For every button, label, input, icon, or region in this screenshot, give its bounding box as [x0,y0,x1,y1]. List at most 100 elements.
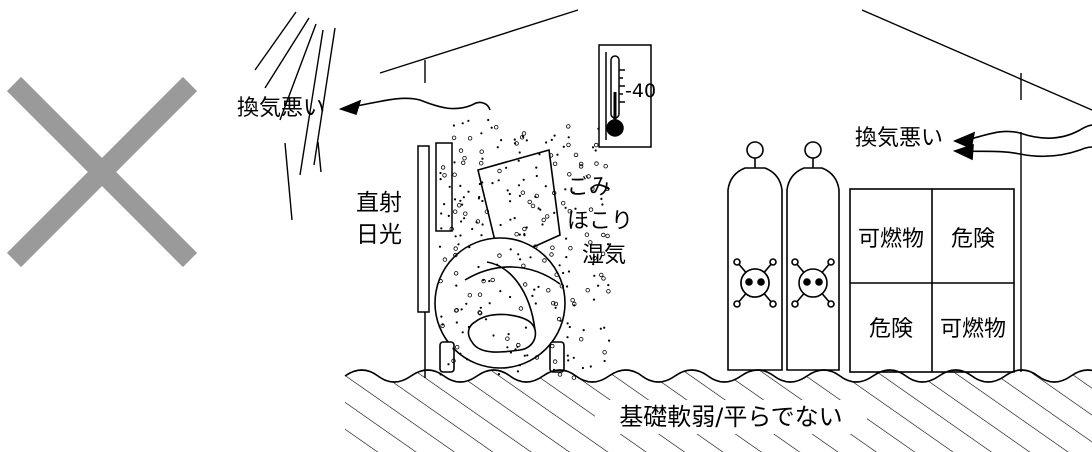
dust-particle [600,251,606,256]
dust-particle [477,197,480,200]
dust-particle [518,364,522,367]
dust-particle [507,333,510,336]
dust-particle [565,256,568,259]
dust-particle [506,189,509,192]
dust-particle [552,359,558,364]
dust-particle [594,142,599,148]
dust-particle [602,350,607,355]
dust-particle [461,331,464,334]
hazard-box-stack [849,188,1015,373]
dust-particle [484,209,490,214]
dust-particle [449,226,454,232]
prohibited-x-mark [6,76,198,268]
dust-particle [487,118,490,122]
dust-particle [460,308,463,311]
wall-panels [417,142,453,378]
dust-particle [594,149,597,152]
dust-particle [452,124,455,127]
dust-particle [556,153,559,156]
dust-particle [550,343,555,349]
dust-particle [505,336,510,341]
dust-particle [524,326,528,329]
dust-particle [461,122,464,125]
dust-particle [455,284,458,287]
building-outline [379,9,1092,372]
dust-particle [552,161,558,166]
dust-particle [545,141,548,144]
dust-particle [481,199,484,203]
dust-particle [479,149,484,154]
vent-arrows-right [952,124,1092,161]
dust-particle [448,185,451,188]
dust-particle [490,126,493,129]
dust-particle [589,365,592,368]
dust-particle [573,304,576,307]
dust-particle [462,155,467,161]
dust-particle [572,191,575,194]
dust-particle [509,248,512,251]
dust-particle [453,161,456,164]
dust-particle [459,352,462,355]
dust-particle [601,276,606,281]
dust-particle [481,223,484,226]
sunlight-rays [254,11,336,221]
dust-particle [442,173,447,178]
dust-particle [594,161,599,166]
dust-particle [529,256,532,259]
dust-particle [564,188,567,191]
box-label-bottom-left: 危険 [869,317,913,342]
dust-particle [477,292,483,297]
dust-particle [479,306,482,309]
dust-particle [521,131,527,136]
dust-particle [541,223,544,226]
gas-cylinders [727,141,840,371]
dust-particle [566,285,569,288]
dust-particle [607,284,610,287]
dust-particle [499,223,502,227]
dust-particle [592,298,596,301]
dust-particle [535,174,538,178]
dust-particle [568,325,571,329]
dust-particle [467,136,473,141]
gas-cylinder-left [727,141,783,371]
dust-particle [586,174,591,179]
dust-particle [554,272,559,277]
dust-particle [467,190,470,193]
dust-particle [561,200,566,206]
dust-particle [550,138,553,141]
dust-label-line2: ほこり [567,209,633,234]
dust-particle [566,142,571,148]
dust-particle [552,190,557,196]
dust-particle [578,164,584,169]
dust-particle [467,293,472,298]
dust-particle [477,265,480,269]
box-label-top-right: 危険 [951,227,995,252]
sunlight-label-line2: 日光 [356,222,402,248]
dust-particle [527,199,532,205]
dust-particle [467,119,470,122]
dust-particle [458,148,464,153]
dust-particle [438,245,442,248]
dust-particle [480,132,483,135]
dust-particle [533,288,536,291]
dust-particle [463,217,466,220]
dust-particle [570,298,575,303]
skull-icon [791,258,835,308]
dust-particle [523,282,528,287]
dust-particle [566,322,569,325]
dust-label-line1: ごみ [567,175,611,200]
dust-particle [454,235,457,238]
dust-particle [488,302,491,305]
dust-particle [455,321,458,324]
dust-particle [565,237,568,240]
dust-particle [574,207,577,210]
dust-particles [438,118,612,380]
dust-particle [566,336,569,339]
dust-particle [440,315,443,318]
dust-particle [453,198,457,201]
dust-particle [588,240,593,245]
dust-particle [603,359,606,363]
dust-particle [506,346,509,349]
dust-particle [505,166,508,169]
dust-particle [599,327,602,330]
